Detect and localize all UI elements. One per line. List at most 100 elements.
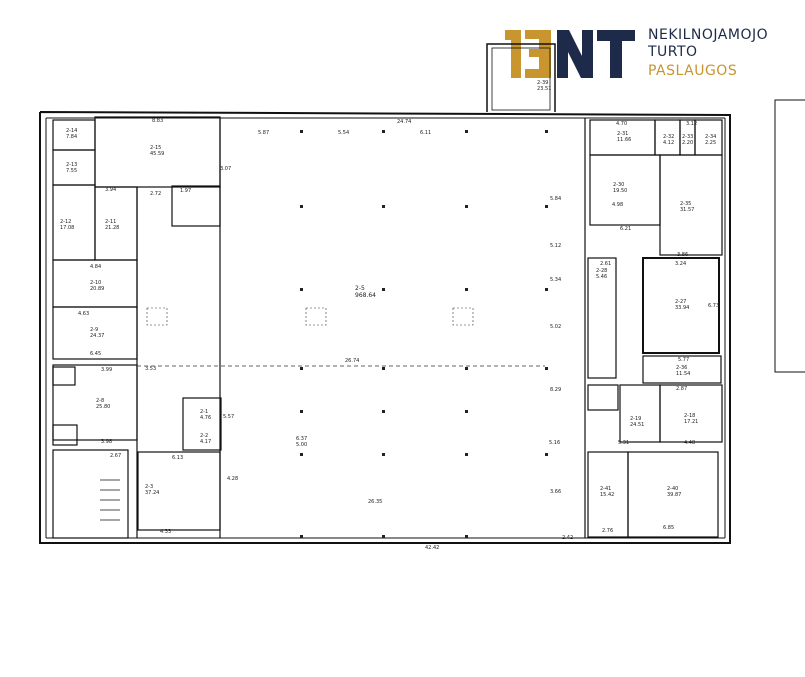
room-area: 2.25 (705, 140, 716, 146)
room-area: 11.66 (617, 137, 631, 143)
dimension: 6.11 (420, 130, 431, 136)
room-area: 33.94 (675, 305, 689, 311)
room-area: 7.84 (66, 134, 77, 140)
dimension: 5.84 (550, 196, 561, 202)
room-area: 31.57 (680, 207, 694, 213)
room-id: 2-27 (675, 299, 686, 305)
dimension: 3.86 (677, 252, 688, 258)
dimension: 5.31 (618, 440, 629, 446)
logo-mark-icon (505, 30, 635, 78)
dimension: 2.87 (676, 386, 687, 392)
dimension: 4.63 (78, 311, 89, 317)
dimension: 8.29 (550, 387, 561, 393)
room-area: 4.17 (200, 439, 211, 445)
room-area: 11.54 (676, 371, 690, 377)
dimension: 3.53 (145, 366, 156, 372)
dimension: 3.24 (675, 261, 686, 267)
room-id: 2-14 (66, 128, 77, 134)
room-area: 19.50 (613, 188, 627, 194)
room-area: 17.08 (60, 225, 74, 231)
room-id: 2-30 (613, 182, 624, 188)
dimension: 6.37 (296, 436, 307, 442)
room-id: 2-31 (617, 131, 628, 137)
room-area: 15.42 (600, 492, 614, 498)
dimension: 5.87 (258, 130, 269, 136)
room-id: 2-1 (200, 409, 208, 415)
dimension: 3.07 (220, 166, 231, 172)
room-area: 20.89 (90, 286, 104, 292)
room-id: 2-18 (684, 413, 695, 419)
dimension: 3.66 (550, 489, 561, 495)
room-id: 2-32 (663, 134, 674, 140)
room-id: 2-11 (105, 219, 116, 225)
dimension: 26.74 (345, 358, 359, 364)
dimension: 2.42 (562, 535, 573, 541)
dimension: 4.84 (90, 264, 101, 270)
dimension: 5.00 (296, 442, 307, 448)
logo-line-3: PASLAUGOS (648, 63, 738, 79)
dimension: 3.94 (105, 187, 116, 193)
room-area: 24.51 (630, 422, 644, 428)
dimension: 4.98 (612, 202, 623, 208)
dimension: 26.35 (368, 499, 382, 505)
dimension: 6.45 (90, 351, 101, 357)
dimension: 42.42 (425, 545, 439, 551)
room-area: 7.55 (66, 168, 77, 174)
dimension: 5.02 (550, 324, 561, 330)
room-id: 2-9 (90, 327, 98, 333)
room-area: 39.87 (667, 492, 681, 498)
room-area: 4.12 (663, 140, 674, 146)
room-id: 2-13 (66, 162, 77, 168)
room-id: 2-34 (705, 134, 716, 140)
room-area: 4.76 (200, 415, 211, 421)
room-area: 21.28 (105, 225, 119, 231)
room-area: 17.21 (684, 419, 698, 425)
company-logo: NEKILNOJAMOJO TURTO PASLAUGOS (503, 24, 773, 84)
dashed-markers (146, 307, 474, 326)
room-id: 2-33 (682, 134, 693, 140)
dimension: 1.97 (180, 188, 191, 194)
left-rooms (52, 116, 222, 539)
room-id: 2-10 (90, 280, 101, 286)
room-labels: 2-14 7.84 2-13 7.55 2-15 45.59 2-12 17.0… (60, 80, 716, 498)
room-area: 2.20 (682, 140, 693, 146)
room-area: 45.59 (150, 151, 164, 157)
room-id: 2-40 (667, 486, 678, 492)
dimension: 3.99 (101, 367, 112, 373)
dimension: 6.73 (708, 303, 719, 309)
dimension: 2.61 (600, 261, 611, 267)
dimension: 3.12 (686, 121, 697, 127)
right-rooms (584, 118, 723, 538)
room-id: 2-36 (676, 365, 687, 371)
room-area: 25.80 (96, 404, 110, 410)
room-id: 2-5 (355, 285, 365, 292)
dimension: 2.76 (602, 528, 613, 534)
dimension: 5.54 (338, 130, 349, 136)
room-id: 2-28 (596, 268, 607, 274)
room-id: 2-15 (150, 145, 161, 151)
room-area: 968.64 (355, 292, 376, 299)
dimension: 6.13 (172, 455, 183, 461)
room-id: 2-12 (60, 219, 71, 225)
room-id: 2-8 (96, 398, 104, 404)
columns (300, 130, 548, 538)
dimension: 5.12 (550, 243, 561, 249)
room-area: 37.24 (145, 490, 159, 496)
room-area: 23.51 (537, 86, 551, 92)
room-id: 2-2 (200, 433, 208, 439)
dimension: 6.85 (663, 525, 674, 531)
dimension: 4.48 (684, 440, 695, 446)
dimension: 4.70 (616, 121, 627, 127)
dimension: 8.83 (152, 118, 163, 124)
outer-walls (39, 43, 731, 544)
logo-line-2: TURTO (648, 44, 698, 60)
room-area: 5.46 (596, 274, 607, 280)
dimension: 5.34 (550, 277, 561, 283)
room-id: 2-39 (537, 80, 548, 86)
dimension: 5.77 (678, 357, 689, 363)
dimension: 5.57 (223, 414, 234, 420)
dimension: 4.28 (227, 476, 238, 482)
logo-line-1: NEKILNOJAMOJO (648, 27, 769, 43)
dimension: 3.98 (101, 439, 112, 445)
